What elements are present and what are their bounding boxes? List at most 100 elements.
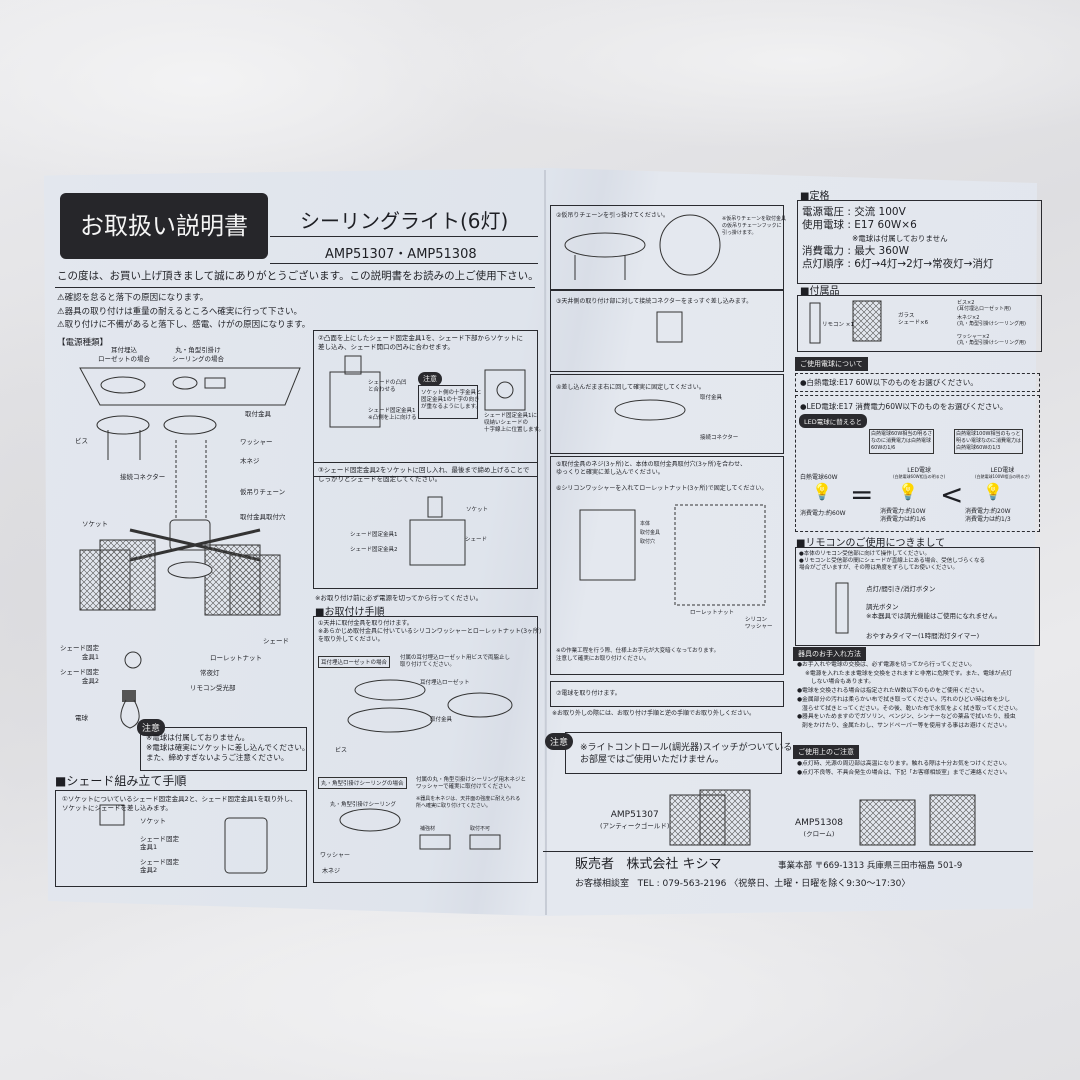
led-badge: LED電球に替えると xyxy=(799,414,868,428)
caution-badge: 注意 xyxy=(137,719,166,736)
label: シェード固定金具2 xyxy=(140,858,179,874)
label: シェード固定金具1 xyxy=(140,835,179,851)
shade-step2-text: ②凸面を上にしたシェード固定金具1を、シェード下部からソケットに差し込み、シェー… xyxy=(318,334,523,351)
warnings: ⚠確認を怠ると落下の原因になります。 ⚠器具の取り付けは重量の耐えるところへ確実… xyxy=(57,292,310,333)
bulb-name: 白熱電球60W xyxy=(800,474,838,481)
label-connector: 接続コネクター xyxy=(120,473,166,481)
note: ソケット側の十字金具と固定金具1の十字の向きが重なるようにします。 xyxy=(421,390,482,410)
label: 補強材 xyxy=(420,826,436,832)
shade-step1: ①ソケットについているシェード固定金具2と、シェード固定金具1を取り外し、ソケッ… xyxy=(62,795,297,812)
type-b-tag: 丸・角型引掛けシーリングの場合 xyxy=(318,777,407,789)
install-step5: ⑤取付金具のネジ(3ヶ所)と、本体の取付金具取付穴(3ヶ所)を合わせ、ゆっくりと… xyxy=(556,461,747,476)
label: ソケット xyxy=(466,507,489,513)
caution-badge: 注意 xyxy=(545,733,574,750)
label-socket: ソケット xyxy=(82,520,108,528)
thanks-text: この度は、お買い上げ頂きまして誠にありがとうございます。この説明書をお読みの上ご… xyxy=(57,270,539,282)
dimmer-warning: ※ライトコントロール(調光器)スイッチがついているお部屋ではご使用いただけません… xyxy=(580,743,793,765)
label-knurled-nut: ローレットナット xyxy=(210,654,262,662)
install-step4: ④差し込んだまま右に回して確実に固定してください。 xyxy=(556,384,705,391)
install-step2-box xyxy=(550,205,784,290)
support-line: お客様相談室 TEL : 079-563-2196 〈祝祭日、土曜・日曜を除く9… xyxy=(575,879,911,889)
label-shade: シェード xyxy=(263,637,289,645)
product-amp51308: AMP51308(クローム) xyxy=(795,818,843,838)
type-a-label: 耳付埋込ローゼットの場合 xyxy=(98,346,150,363)
specs-box xyxy=(797,200,1042,284)
seller: 販売者 株式会社 キシマ xyxy=(575,857,722,872)
label: シェード固定金具1※凸側を上に向ける xyxy=(368,408,417,421)
label-bracket: 取付金具 xyxy=(245,410,271,418)
remote-box xyxy=(795,547,1040,646)
warning: ⚠器具の取り付けは重量の耐えるところへ確実に行って下さい。 xyxy=(57,306,302,317)
label: シェード xyxy=(465,537,488,543)
label-receiver: リモコン受光部 xyxy=(190,684,236,692)
shade-assembly-heading: ■シェード組み立て手順 xyxy=(55,774,187,788)
label: 取付金具 xyxy=(430,717,453,723)
type-b-text: 付属の丸・角型引掛けシーリング用木ネジとワッシャーで確実に取付けてください。 xyxy=(416,777,527,790)
label: シェード固定金具1 xyxy=(350,532,398,538)
label: 取付金具 xyxy=(700,395,723,401)
usage-heading: ご使用上のご注意 xyxy=(793,745,859,759)
label-holes: 取付金具取付穴 xyxy=(240,513,286,521)
label-chain: 仮吊りチェーン xyxy=(240,488,286,496)
label: ワッシャー xyxy=(320,852,351,859)
accessories-box xyxy=(797,295,1042,352)
led-box xyxy=(795,395,1040,532)
bulb-icon: 💡 xyxy=(983,482,1003,501)
model-numbers: AMP51307・AMP51308 xyxy=(325,247,477,262)
label: シェードの凸凹と合わせる xyxy=(368,380,407,393)
product-name: シーリングライト(6灯) xyxy=(300,209,509,233)
label: シリコンワッシャー xyxy=(745,617,773,630)
care-heading: 器具のお手入れ方法 xyxy=(793,647,866,661)
label: ビス xyxy=(335,747,348,754)
label: ローレットナット xyxy=(690,610,735,616)
install-step1-box xyxy=(313,616,538,883)
label-screw: ビス xyxy=(75,437,88,445)
accessory-wood-screw: 木ネジ×2(丸・角型引掛けシーリング用) xyxy=(957,315,1026,327)
label: 取付不可 xyxy=(470,826,491,832)
doc-title: お取扱い説明書 xyxy=(60,193,268,259)
accessory-washer: ワッシャー×2(丸・角型引掛けシーリング用) xyxy=(957,334,1026,346)
accessory-remote: リモコン ×1 xyxy=(822,322,854,328)
incandescent-text: ●白熱電球:E17 60W以下のものをお選びください。 xyxy=(800,378,978,387)
label-night-light: 常夜灯 xyxy=(200,669,220,677)
phone-number: TEL : 079-563-2196 xyxy=(637,879,727,889)
install-step6: ⑥シリコンワッシャーを入れてローレットナット(3ヶ所)で固定してください。 xyxy=(556,485,768,492)
type-a-tag: 耳付埋込ローゼットの場合 xyxy=(318,656,391,668)
office-address: 事業本部 〒669-1313 兵庫県三田市福島 501-9 xyxy=(778,861,963,871)
labels: 本体取付金具取付穴 xyxy=(640,521,661,545)
install-step7: ⑦電球を取り付けます。 xyxy=(556,690,621,697)
type-b-label: 丸・角型引掛けシーリングの場合 xyxy=(172,346,224,363)
label: 丸・角型引掛けシーリング xyxy=(330,802,397,808)
dimmer-warning-box xyxy=(565,732,782,774)
label: 耳付埋込ローゼット xyxy=(420,680,470,686)
usage-text: ●点灯時、光源の周辺部は高温になります。触れる際は十分お気をつけください。●点灯… xyxy=(797,761,1011,776)
label: ソケット xyxy=(140,817,166,825)
company-name: 株式会社 キシマ xyxy=(626,857,722,872)
care-text: ●お手入れや電球の交換は、必ず電源を切ってから行ってください。※電源を入れたまま… xyxy=(797,662,1022,729)
less-than-sign: < xyxy=(940,478,964,511)
led-bulb-2: LED電球(白熱電球100W相当の明るさ) xyxy=(975,467,1030,479)
remote-dim-button-label: 調光ボタン※本器具では調光機能はご使用になれません。 xyxy=(866,603,1002,620)
bulb-icon: 💡 xyxy=(898,482,918,501)
install-step3-box xyxy=(550,290,784,372)
type-a-text: 付属の耳付埋込ローゼット用ビスで両脇止し取り付けてください。 xyxy=(400,655,511,668)
label: シェード固定金具2 xyxy=(350,547,398,553)
bulbs-heading: ご使用電球について xyxy=(795,357,868,371)
incandescent-box xyxy=(795,373,1040,392)
remote-power-button-label: 点灯/間引き/消灯ボタン xyxy=(866,585,936,593)
shade-step3-text: ③シェード固定金具2をソケットに回し入れ、最後まで締め上げることでしっかりとシェ… xyxy=(318,466,530,483)
install-step2: ②仮吊りチェーンを引っ掛けてください。 xyxy=(556,212,669,219)
warning: ⚠取り付けに不備があると落下し、感電、けがの原因になります。 xyxy=(57,320,311,330)
remote-text: ●本体のリモコン受信部に向けて操作してください。●リモコンと受信部の間にシェード… xyxy=(799,551,985,571)
bubble: 白熱電球100W相当のもっと明るい電球なのに消費電力は白熱電球60Wの1/3 xyxy=(954,429,1024,454)
shade-assembly-box xyxy=(55,790,307,887)
note-box xyxy=(418,385,478,419)
led-bulb-1: LED電球(白熱電球60W相当の明るさ) xyxy=(893,467,946,479)
install-step6-note: ※の作業工程を行う際、仕様上お手元が大変暗くなっております。注意して確実にお取り… xyxy=(556,648,720,662)
equals-sign: = xyxy=(850,478,874,511)
shade-step2-box xyxy=(313,330,538,477)
